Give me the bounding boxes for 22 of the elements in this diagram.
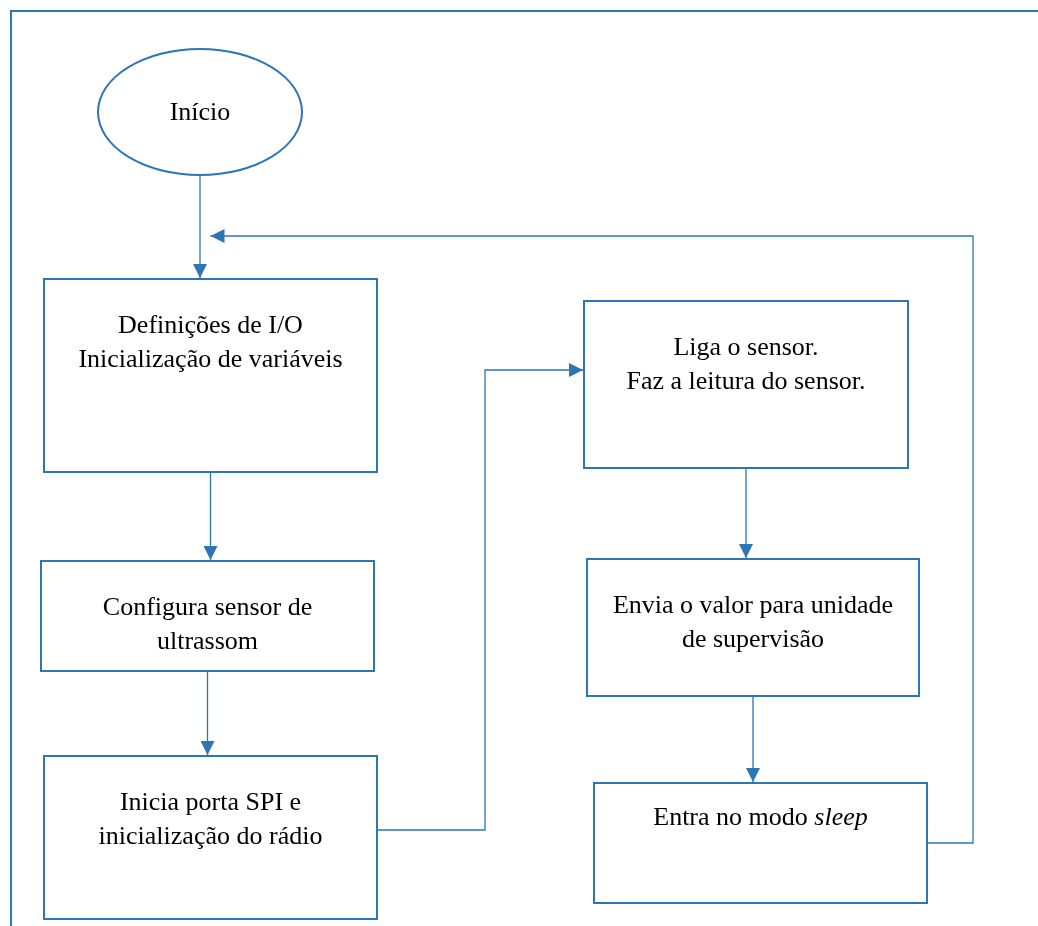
arrow	[739, 468, 753, 559]
arrow	[209, 229, 974, 844]
process-box	[593, 782, 928, 904]
box-text: Envia o valor para unidade de supervisão	[611, 589, 895, 655]
process-box	[43, 755, 378, 920]
process-box	[586, 558, 920, 697]
box-text: Entra no modo sleep	[653, 801, 868, 833]
arrow	[377, 363, 584, 831]
box-text: Liga o sensor.	[673, 331, 819, 363]
arrow	[203, 472, 218, 561]
arrow	[200, 671, 215, 756]
box-text: Configura sensor de ultrassom	[101, 591, 314, 657]
arrow	[193, 175, 207, 279]
box-text: Definições de I/O	[118, 309, 303, 341]
box-text: Inicialização de variáveis	[78, 343, 343, 375]
arrow	[746, 696, 760, 783]
box-text: Faz a leitura do sensor.	[626, 365, 866, 397]
box-text: Início	[169, 96, 231, 128]
process-box	[583, 300, 909, 469]
box-text: Inicia porta SPI e inicialização do rádio	[97, 786, 324, 852]
process-box	[43, 278, 378, 473]
process-box	[40, 560, 375, 672]
